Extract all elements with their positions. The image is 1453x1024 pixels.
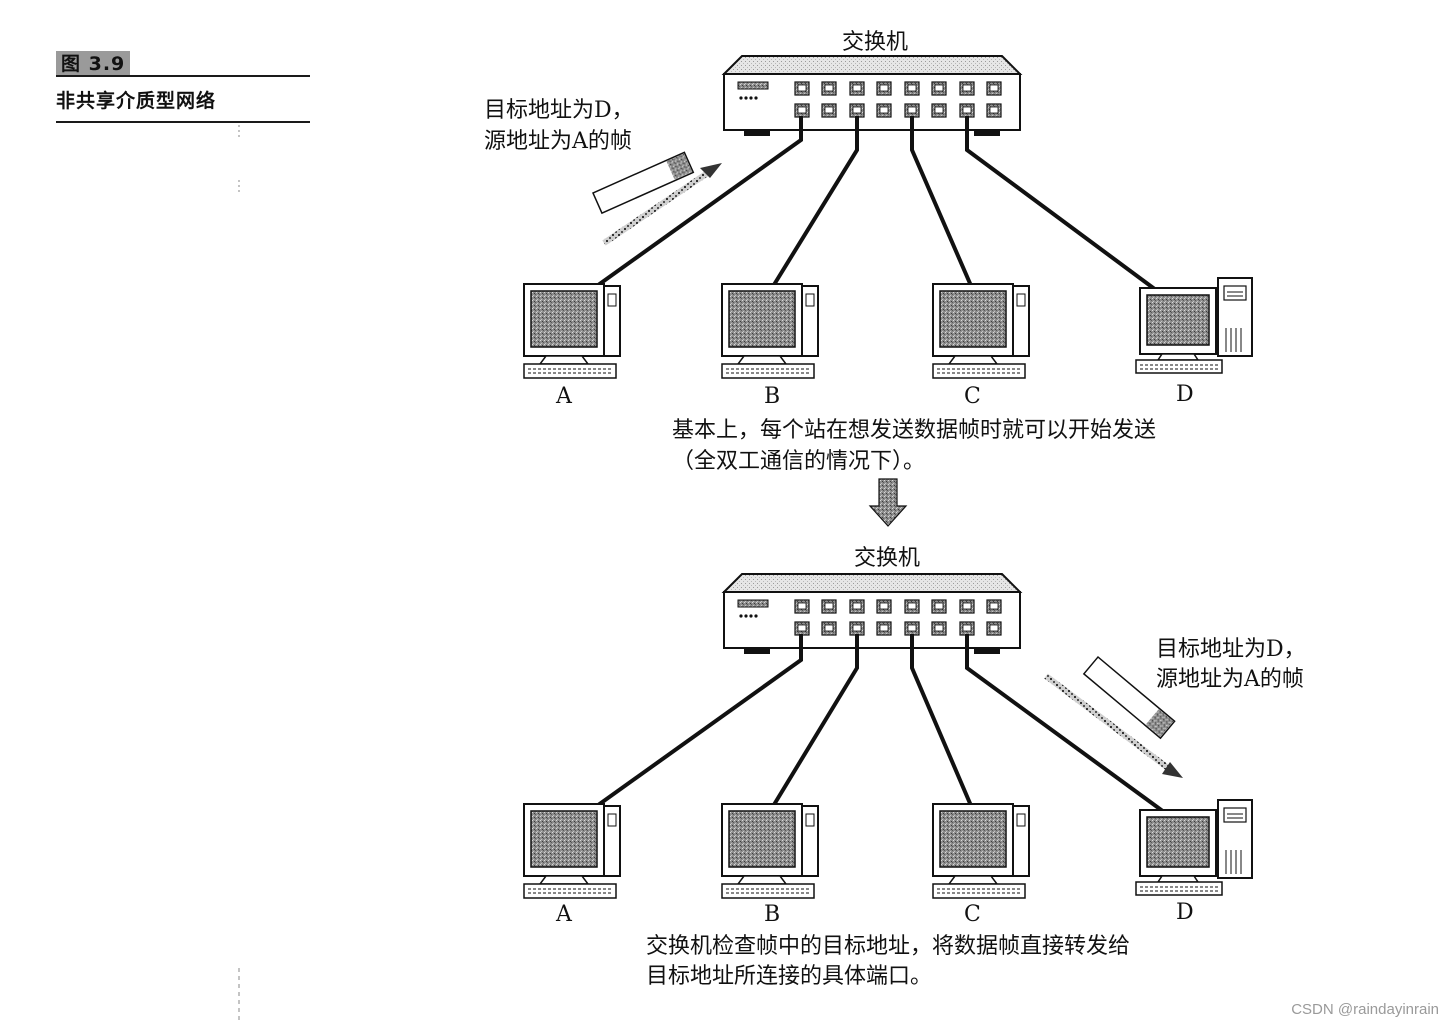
top-frame-card	[592, 151, 695, 214]
bottom-caption-line1: 交换机检查帧中的目标地址，将数据帧直接转发给	[646, 934, 1131, 959]
bottom-frame-label-line2: 源地址为A的帧	[1156, 667, 1304, 692]
bottom-node-label-a: A	[556, 902, 572, 927]
top-caption-line1: 基本上，每个站在想发送数据帧时就可以开始发送	[672, 418, 1157, 443]
figure-number-badge: 图 3.9	[56, 51, 131, 76]
bottom-node-label-c: C	[964, 902, 981, 927]
top-cables	[592, 116, 1158, 292]
top-node-label-d: D	[1176, 382, 1194, 407]
top-node-label-b: B	[764, 384, 781, 409]
top-switch-label: 交换机	[842, 30, 909, 55]
bottom-computer-b	[721, 803, 819, 899]
top-frame-label-line1: 目标地址为D，	[484, 98, 634, 123]
bottom-node-label-b: B	[764, 902, 781, 927]
bottom-switch	[723, 573, 1021, 655]
top-node-label-c: C	[964, 384, 981, 409]
bottom-switch-label: 交换机	[854, 546, 921, 571]
bottom-cables	[592, 634, 1166, 814]
bottom-frame-label-line1: 目标地址为D，	[1156, 637, 1306, 662]
header-rule-top	[56, 75, 310, 77]
top-computer-d	[1135, 277, 1253, 374]
top-frame-label-line2: 源地址为A的帧	[484, 129, 632, 154]
bottom-computer-d	[1135, 799, 1253, 896]
top-computer-c	[932, 283, 1030, 379]
top-computer-b	[721, 283, 819, 379]
down-arrow-icon	[868, 478, 908, 527]
top-computer-a	[523, 283, 621, 379]
header-rule-bottom	[56, 121, 310, 123]
bottom-computer-a	[523, 803, 621, 899]
bottom-node-label-d: D	[1176, 900, 1194, 925]
bottom-caption-line2: 目标地址所连接的具体端口。	[646, 964, 933, 989]
watermark: CSDN @raindayinrain	[1291, 1001, 1439, 1018]
top-switch	[723, 55, 1021, 137]
figure-title: 非共享介质型网络	[56, 90, 217, 112]
top-frame-arrow	[602, 163, 722, 246]
top-node-label-a: A	[556, 384, 572, 409]
bottom-frame-arrow	[1044, 673, 1183, 778]
bottom-computer-c	[932, 803, 1030, 899]
top-caption-line2: （全双工通信的情况下）。	[672, 449, 926, 474]
